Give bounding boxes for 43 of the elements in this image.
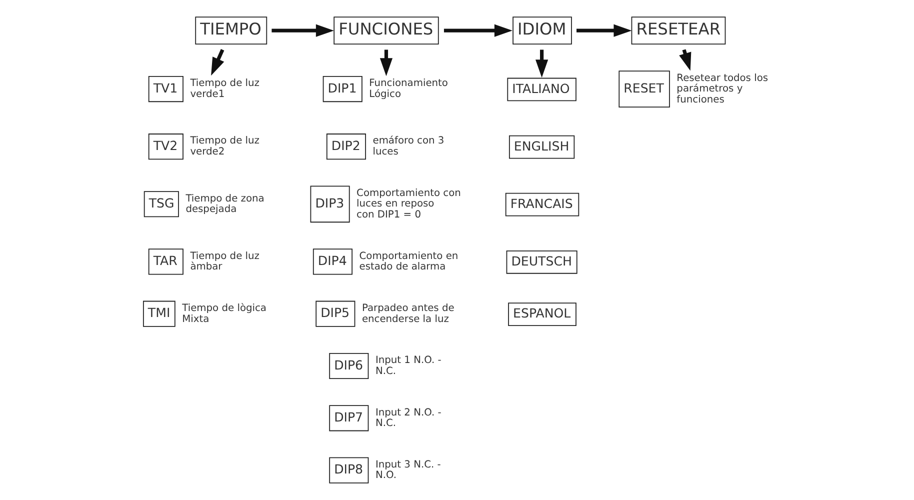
node-box: DIP3 — [310, 186, 350, 223]
node-box: DIP4 — [312, 248, 352, 275]
node-label: Tiempo de zona despejada — [185, 193, 264, 216]
node-box: DIP8 — [328, 457, 368, 484]
arrow — [271, 24, 334, 37]
node-box: TV2 — [148, 134, 183, 160]
arrow — [210, 48, 224, 76]
node-box: FUNCIONES — [333, 16, 438, 45]
node-box: TAR — [148, 248, 183, 275]
arrow — [576, 24, 632, 37]
node-label: Comportamiento en estado de alarma — [358, 250, 458, 273]
node-box: DEUTSCH — [506, 250, 577, 274]
node-box: ITALIANO — [506, 78, 576, 102]
node-box: IDIOM — [512, 16, 572, 45]
node-label: Parpadeo antes de encenderse la luz — [361, 302, 454, 325]
node-label: Tiempo de luz verde2 — [190, 136, 259, 158]
node-box: ENGLISH — [508, 135, 574, 159]
node-box: RESETEAR — [630, 16, 726, 45]
node-box: TV1 — [148, 76, 183, 102]
node-label: Input 3 N.C. - N.O. — [374, 459, 440, 482]
node-box: DIP2 — [326, 134, 366, 160]
node-label: Tiempo de luz àmbar — [190, 250, 259, 273]
node-box: FRANCAIS — [504, 192, 579, 216]
node-label: Resetear todos los parámetros y funciones — [676, 72, 768, 106]
node-label: emáforo con 3 luces — [372, 136, 444, 158]
node-box: DIP5 — [315, 300, 355, 327]
node-box: TMI — [142, 300, 175, 327]
node-label: Comportamiento con luces en reposo con DIP1 = 0 — [356, 188, 460, 220]
arrow — [443, 24, 512, 37]
node-box: DIP7 — [328, 405, 368, 432]
node-label: Tiempo de luz verde1 — [190, 78, 259, 100]
node-label: Tiempo de lògica Mixta — [182, 302, 266, 325]
node-box: TIEMPO — [194, 16, 267, 45]
node-label: Input 1 N.O. - N.C. — [374, 355, 441, 377]
node-box: DIP6 — [328, 352, 368, 380]
arrow — [535, 50, 548, 78]
node-box: ESPANOL — [508, 302, 576, 326]
node-box: RESET — [618, 70, 670, 108]
node-label: Funcionamiento Lógico — [368, 78, 448, 100]
node-box: DIP1 — [322, 76, 362, 102]
arrow — [379, 50, 392, 76]
node-box: TSG — [143, 191, 178, 218]
node-label: Input 2 N.O. - N.C. — [374, 407, 441, 430]
